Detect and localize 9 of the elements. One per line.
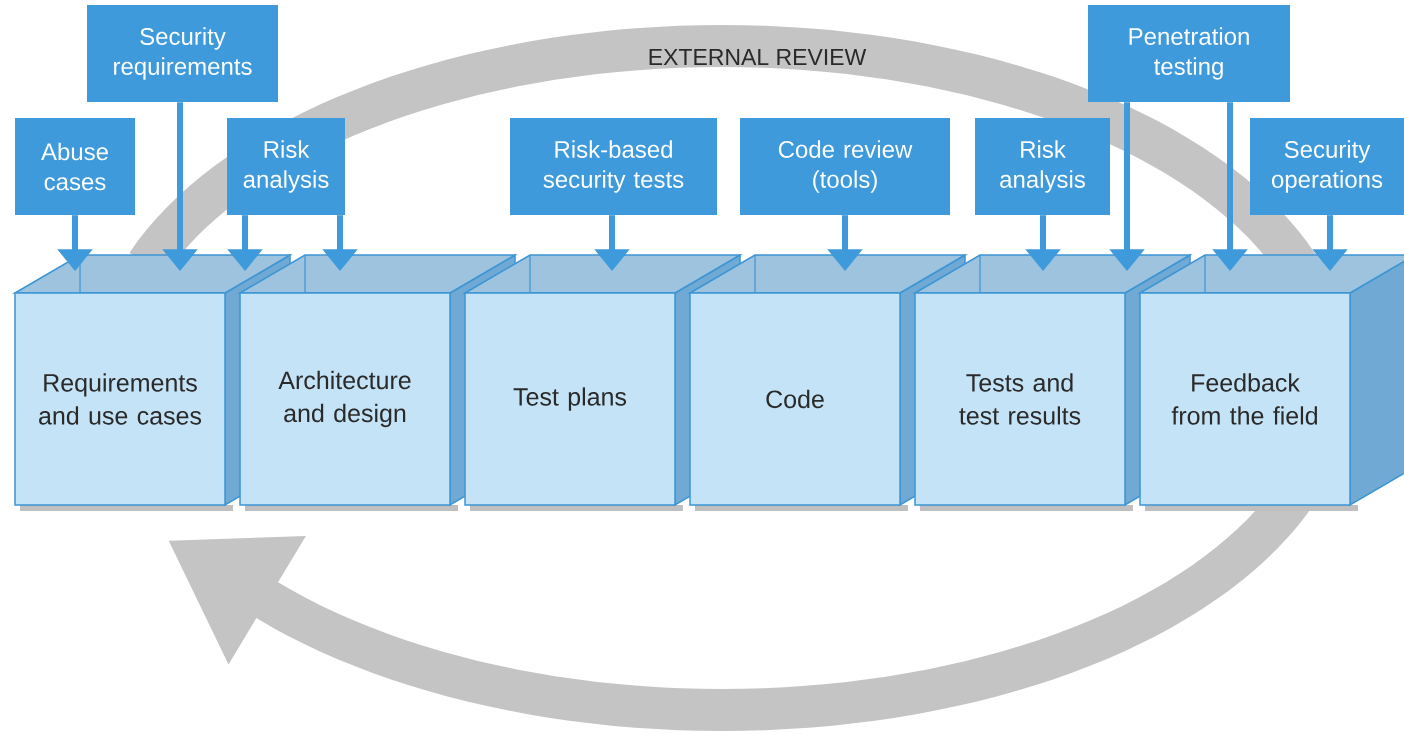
callout-box: Risk analysis — [227, 118, 345, 215]
callout-box: Abuse cases — [15, 118, 135, 215]
callout-box: Security requirements — [87, 5, 278, 102]
callout-box: Risk-based security tests — [510, 118, 717, 215]
cycle-label: EXTERNAL REVIEW — [649, 49, 867, 65]
callout-box: Code review (tools) — [740, 118, 950, 215]
callout-box: Penetration testing — [1088, 5, 1290, 102]
callout-box: Security operations — [1250, 118, 1404, 215]
callout-box: Risk analysis — [975, 118, 1110, 215]
